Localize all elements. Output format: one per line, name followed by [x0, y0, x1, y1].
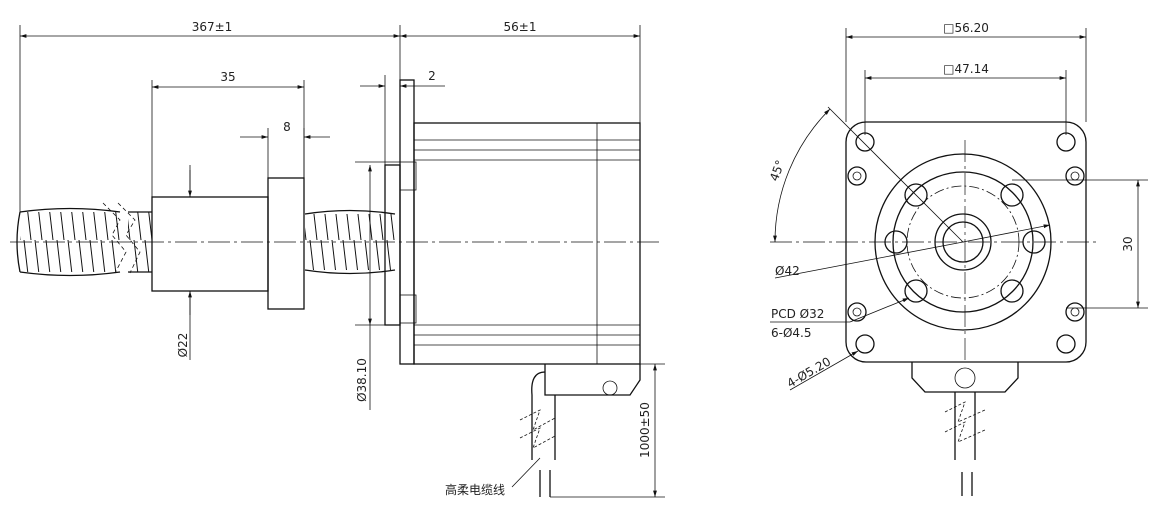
nut-holes — [884, 183, 1046, 303]
dim-angle: 45° — [767, 106, 964, 243]
height-label: 30 — [1121, 236, 1135, 251]
cable-callout: 高柔电缆线 — [445, 457, 541, 497]
flange-length-label: 8 — [283, 120, 291, 134]
dim-hole-spacing: □47.14 — [864, 62, 1067, 135]
pilot-diameter-label: Ø38.10 — [355, 358, 369, 402]
mount-holes — [855, 132, 1076, 354]
face-gap-label: 2 — [428, 69, 436, 83]
dim-face-gap: 2 — [360, 69, 445, 165]
mount-holes-label: 4-Ø5.20 — [785, 354, 834, 390]
front-view: □56.20 □47.14 30 45° Ø42 — [767, 21, 1148, 496]
cable-length-label: 1000±50 — [638, 402, 652, 458]
dim-nut-diameter: Ø22 — [176, 170, 192, 358]
dim-motor-length: 56±1 — [400, 20, 641, 123]
dim-pilot-diameter: Ø38.10 — [355, 161, 400, 410]
angle-label: 45° — [767, 158, 787, 183]
dim-total-length: 367±1 — [19, 20, 401, 212]
callout-mount-holes: 4-Ø5.20 — [785, 350, 859, 391]
total-length-label: 367±1 — [192, 20, 233, 34]
screw-heads — [847, 166, 1085, 322]
nut-length-label: 35 — [220, 70, 235, 84]
front-cable-exit — [911, 362, 1019, 496]
ball-nut — [151, 165, 305, 360]
nut-holes-label: 6-Ø4.5 — [771, 326, 812, 340]
motor-length-label: 56±1 — [504, 20, 537, 34]
dim-height: 30 — [1012, 179, 1148, 309]
hole-spacing-label: □47.14 — [943, 62, 989, 76]
pcd-label: PCD Ø32 — [771, 307, 824, 321]
screw-right — [304, 209, 396, 275]
frame-size-label: □56.20 — [943, 21, 989, 35]
motor-frame — [845, 121, 1087, 363]
motor-body — [384, 79, 641, 365]
cable-exit — [519, 364, 641, 497]
callout-nut-flange-diameter: Ø42 — [774, 224, 1051, 279]
dim-frame-size: □56.20 — [845, 21, 1087, 122]
dim-flange-length: 8 — [240, 120, 330, 178]
callout-nut-holes: PCD Ø32 6-Ø4.5 — [770, 297, 910, 340]
nut-flange-diameter-label: Ø42 — [775, 264, 800, 278]
screw-left — [16, 202, 152, 277]
side-view: 367±1 56±1 35 8 2 — [10, 20, 665, 498]
dim-cable-length: 1000±50 — [550, 363, 665, 498]
nut-diameter-label: Ø22 — [176, 333, 190, 358]
cable-label: 高柔电缆线 — [445, 482, 505, 497]
